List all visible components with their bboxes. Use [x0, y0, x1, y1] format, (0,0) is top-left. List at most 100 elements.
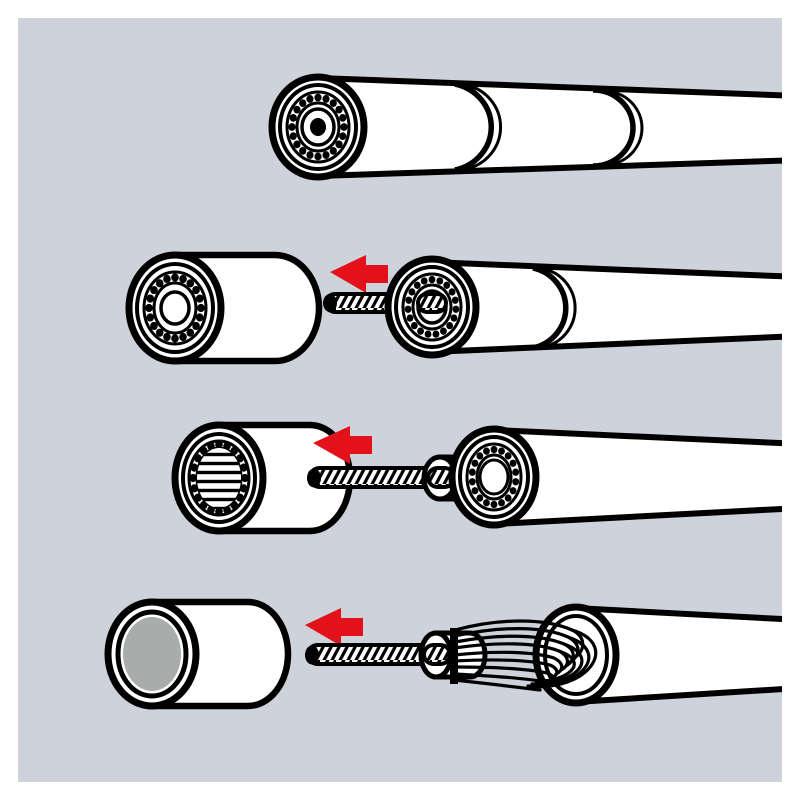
cut-mark-2-inner	[603, 89, 644, 167]
removed-dielectric-sleeve	[171, 421, 354, 535]
braid-strand-dot	[186, 328, 195, 337]
braid-shield-ring	[142, 270, 208, 346]
braid-strand-dot	[241, 473, 249, 483]
cable-top-edge	[494, 427, 782, 447]
row-1-intact-cable	[268, 73, 782, 181]
braid-strand-dot	[446, 321, 454, 330]
braid-strand-dot	[451, 296, 459, 304]
braid-strand-dot	[289, 132, 297, 141]
braid-strand-dot	[146, 313, 155, 322]
braid-strand-dot	[340, 123, 348, 131]
braid-strand-dot	[322, 151, 330, 159]
braid-strand-dot	[299, 99, 307, 108]
braid-strand-dot	[155, 279, 164, 288]
braid-strand-dot	[192, 321, 200, 331]
braid-strand-dot	[468, 478, 476, 486]
braid-strand-dot	[404, 305, 412, 313]
braid-strand-dot	[483, 499, 490, 507]
braid-strand-dot	[155, 328, 164, 337]
braid-strand-dot	[293, 105, 301, 114]
braid-strand-dot	[215, 507, 223, 516]
braid-strand-dot	[322, 95, 330, 103]
cut-mark-1	[454, 81, 494, 173]
braid-strand-dot	[443, 281, 451, 289]
braid-strand-dot	[150, 321, 158, 331]
braid-strand-dot	[483, 447, 490, 455]
braid-strand-dot	[299, 146, 307, 155]
cut-mark-1-inner	[465, 83, 503, 171]
row-4-braid-folded-back	[104, 598, 782, 710]
braid-strand-dot	[476, 494, 484, 502]
braid-strand-dot	[432, 330, 440, 338]
cut-mark-1-inner	[543, 267, 577, 349]
cable-top-edge	[574, 605, 782, 623]
dielectric-ring	[478, 458, 510, 496]
conductor-through-collar	[422, 643, 452, 666]
removed-jacket-sleeve	[125, 251, 323, 365]
braid-strand-dot	[471, 459, 479, 467]
braid-strand-dot	[239, 484, 248, 493]
braid-strand-dot	[306, 151, 314, 159]
cable-jacket-body	[495, 430, 782, 524]
braid-strand-dot	[448, 288, 456, 296]
braid-strand-dot	[190, 463, 199, 472]
conductor-tip	[305, 645, 319, 665]
braid-strand-dot	[436, 277, 444, 285]
braid-strand-dot	[329, 99, 337, 108]
braid-strand-dot	[450, 314, 458, 322]
braid-strand-dot	[179, 274, 187, 284]
braid-strand-dot	[163, 332, 171, 342]
braid-strand-dot	[417, 327, 424, 335]
center-conductor-face	[310, 118, 326, 136]
cable-bottom-edge	[494, 505, 782, 527]
braid-strand-dot	[428, 275, 436, 284]
conductor-tip	[323, 294, 337, 312]
core-cap-sleeve	[104, 598, 292, 710]
dielectric-ring	[159, 290, 191, 326]
braid-shield-ring	[465, 442, 523, 512]
braid-strand-dot	[150, 285, 158, 295]
braid-strand-dot	[335, 105, 343, 114]
arrow-shape	[313, 426, 372, 464]
cut-mark-1	[532, 265, 569, 351]
braid-strand-dot	[413, 281, 421, 289]
braid-strand-dot	[405, 296, 413, 304]
braid-strand-dot	[512, 468, 520, 476]
braid-strand-dot	[145, 303, 153, 313]
arrow-shape	[305, 608, 363, 646]
braid-strand-dot	[509, 487, 517, 495]
braid-strand-dot	[239, 463, 248, 472]
braid-strand-dot	[171, 273, 179, 282]
braid-strand-dot	[189, 473, 197, 483]
braid-strand-dot	[490, 445, 498, 454]
braid-strand-dot	[452, 305, 460, 313]
braid-strand-dot	[504, 494, 512, 502]
braid-strand-dot	[195, 313, 204, 322]
braid-strand-dot	[197, 303, 205, 313]
assembly-direction-arrow	[313, 426, 372, 464]
conductor-entry	[416, 292, 448, 314]
braid-strand-dot	[335, 140, 343, 149]
braid-strand-dot	[171, 334, 179, 343]
cable-cross-section	[268, 73, 368, 181]
braid-strand-dot	[339, 132, 347, 141]
braid-strand-dot	[329, 146, 337, 155]
cable-top-edge	[317, 75, 782, 99]
cable-jacket-body	[430, 262, 782, 352]
cable-jacket-body	[318, 78, 782, 176]
braid-strand-dot	[146, 294, 155, 303]
assembly-direction-arrow	[305, 608, 363, 646]
braid-fan-base	[450, 628, 458, 684]
braid-strand-dot	[498, 499, 505, 507]
cable-cross-section	[448, 425, 540, 529]
braid-strand-dot	[408, 288, 416, 296]
row-2-jacket-removed	[125, 251, 782, 365]
braid-strand-dot	[476, 452, 484, 460]
braid-strand-dot	[163, 274, 171, 284]
braid-strand-dot	[490, 500, 498, 509]
braid-strand-dot	[288, 123, 296, 131]
braid-strand-dot	[468, 468, 476, 476]
braid-strand-dot	[512, 478, 520, 486]
